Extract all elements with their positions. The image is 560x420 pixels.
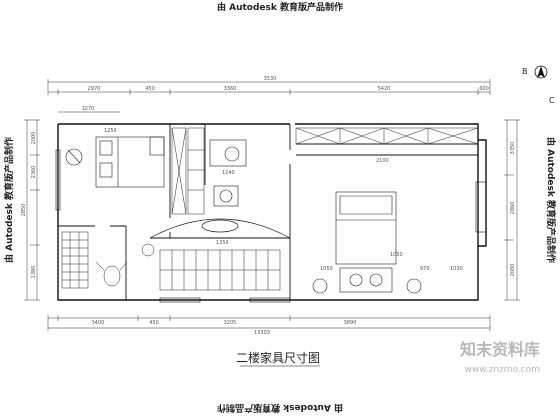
watermark-left: 由 Autodesk 教育版产品制作 xyxy=(3,137,15,263)
dim-top-total: 3530 xyxy=(264,76,277,82)
dim-bottom-1: 3400 xyxy=(92,320,105,326)
plan-dim-2: 1240 xyxy=(222,170,235,176)
dim-inner-top: 1270 xyxy=(82,106,95,112)
drawing-title: 二楼家具尺寸图 xyxy=(236,350,320,365)
plan-dim-6: 1030 xyxy=(450,266,463,272)
dim-top-1: 2970 xyxy=(88,86,101,92)
dim-right-1: 3350 xyxy=(510,142,516,155)
dim-left-2: 2360 xyxy=(31,166,37,179)
cabinet-column xyxy=(171,127,205,215)
feature-wall xyxy=(149,218,291,239)
dim-left-3: 2850 xyxy=(21,204,27,217)
plan-dim-7: 2100 xyxy=(376,158,389,164)
armchair-left xyxy=(65,148,83,166)
dim-top-3: 3360 xyxy=(224,86,237,92)
plan-dim-3: 1050 xyxy=(320,266,333,272)
dim-right-2: 2860 xyxy=(510,202,516,215)
wardrobe-row xyxy=(295,127,479,145)
dim-bottom-total: 13303 xyxy=(254,330,270,336)
dim-bottom-3: 3205 xyxy=(224,320,237,326)
dim-right-3: 2080 xyxy=(510,264,516,277)
plan-dim-5: 1050 xyxy=(390,252,403,258)
dim-top-2: 450 xyxy=(145,86,155,92)
dim-top-4: 5420 xyxy=(378,86,391,92)
compass-label-b: B xyxy=(522,67,528,76)
plan-dims: 1250 1240 1050 970 1050 1030 2100 1350 xyxy=(104,128,463,272)
plan-dim-1: 1250 xyxy=(104,128,117,134)
watermark-right: 由 Autodesk 教育版产品制作 xyxy=(545,137,557,263)
second-bed xyxy=(312,191,422,294)
dim-left-1: 2000 xyxy=(31,132,37,145)
desk-chair xyxy=(209,139,247,207)
compass-label-c: C xyxy=(549,96,555,105)
dim-bottom-2: 450 xyxy=(149,320,159,326)
plan-dim-8: 1350 xyxy=(216,240,229,246)
bathroom xyxy=(61,231,155,289)
exterior-walls xyxy=(57,123,487,301)
master-bed xyxy=(95,136,165,188)
compass-symbol: B C xyxy=(522,65,555,105)
dim-left-4: 1380 xyxy=(31,266,37,279)
brand-url: www.znzmo.com xyxy=(465,365,540,375)
plan-dim-4: 970 xyxy=(420,266,430,272)
dim-bottom-4: 3890 xyxy=(344,320,357,326)
watermark-bottom: 由 Autodesk 教育版产品制作 xyxy=(217,402,343,414)
dimension-lines xyxy=(24,79,520,331)
watermark-top: 由 Autodesk 教育版产品制作 xyxy=(217,1,343,13)
dim-top-5: 600 xyxy=(479,86,489,92)
brand-name: 知末资料库 xyxy=(460,340,540,359)
staircase xyxy=(159,249,281,291)
